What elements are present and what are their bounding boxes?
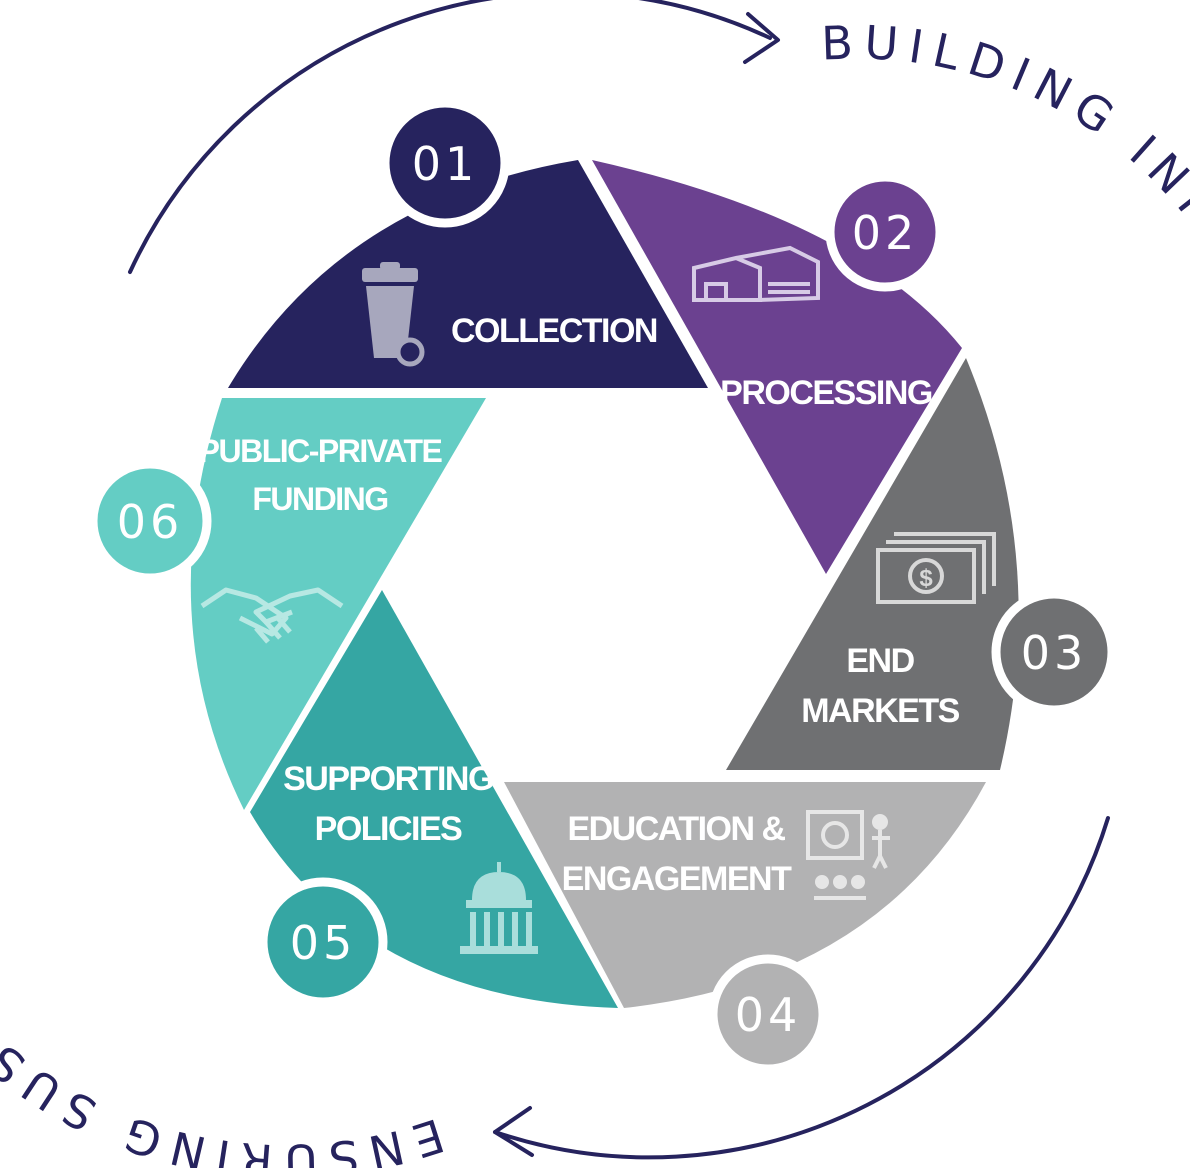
money-stack-icon: $	[876, 532, 996, 604]
segment-end-markets: $ END MARKETS	[726, 358, 1019, 770]
factory-icon	[692, 245, 820, 302]
capitol-icon	[460, 862, 538, 954]
svg-text:$: $	[919, 565, 933, 592]
badge-06: 06	[88, 459, 212, 583]
segment-processing-label: PROCESSING	[720, 374, 932, 412]
svg-text:04: 04	[735, 988, 802, 1042]
segment-collection-shape	[228, 160, 708, 388]
segment-collection: COLLECTION	[228, 160, 708, 388]
outer-arc-top	[128, 0, 780, 274]
segment-policies-label-line1: SUPPORTING	[283, 760, 493, 798]
segment-policies-label-line2: POLICIES	[315, 810, 463, 848]
outer-arc-bottom	[493, 816, 1110, 1160]
svg-text:02: 02	[852, 206, 919, 260]
handshake-icon	[200, 587, 344, 644]
segment-public-private-funding: PUBLIC-PRIVATE FUNDING	[190, 398, 486, 810]
svg-text:03: 03	[1021, 626, 1088, 680]
segment-funding-label-line2: FUNDING	[252, 481, 387, 517]
segment-education-shape	[504, 782, 986, 1008]
segment-funding-label-line1: PUBLIC-PRIVATE	[199, 433, 443, 469]
presentation-icon	[806, 810, 890, 900]
badge-05: 05	[258, 877, 388, 1007]
badge-01: 01	[380, 98, 510, 228]
segment-processing: PROCESSING	[592, 160, 962, 574]
trash-bin-icon	[362, 262, 425, 367]
segment-end-markets-label-line1: END	[846, 642, 914, 680]
segment-education-label-line2: ENGAGEMENT	[562, 860, 792, 898]
segment-end-markets-label-line2: MARKETS	[801, 692, 959, 730]
segment-education-engagement: EDUCATION & ENGAGEMENT	[504, 782, 986, 1008]
segment-education-label-line1: EDUCATION &	[567, 810, 785, 848]
svg-text:06: 06	[117, 495, 184, 549]
segment-collection-label: COLLECTION	[451, 312, 657, 350]
segment-processing-shape	[592, 160, 962, 574]
badge-03: 03	[991, 589, 1117, 715]
badge-02: 02	[825, 172, 945, 292]
svg-text:05: 05	[290, 916, 357, 970]
segment-end-markets-shape	[726, 358, 1019, 770]
badge-04: 04	[708, 954, 828, 1074]
svg-text:01: 01	[412, 137, 479, 191]
